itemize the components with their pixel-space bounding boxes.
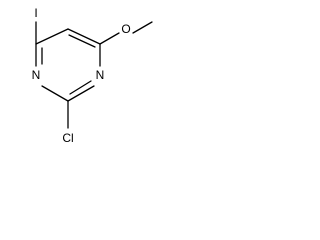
bond-n1-c2-double — [69, 80, 92, 95]
atom-labels: I N N O Cl — [32, 6, 131, 145]
pyrimidine-ring — [35, 28, 101, 102]
molecule-drawing: I N N O Cl — [32, 6, 153, 145]
atom-iodine: I — [34, 6, 37, 20]
bond-oxygen-methyl — [132, 21, 153, 34]
atom-nitrogen-left: N — [32, 68, 41, 82]
structure-canvas: I N N O Cl — [0, 0, 157, 155]
bond-c2-n3 — [41, 85, 69, 102]
bond-c5-c6-double — [68, 34, 96, 48]
atom-oxygen: O — [121, 22, 130, 36]
bond-c5-c6 — [67, 28, 101, 45]
substituents — [35, 21, 153, 129]
atom-chlorine: Cl — [62, 131, 73, 145]
bond-c6-oxygen — [99, 32, 120, 45]
bond-c4-c5 — [35, 28, 69, 45]
atom-nitrogen-right: N — [96, 68, 105, 82]
bond-n1-c2 — [67, 85, 95, 102]
